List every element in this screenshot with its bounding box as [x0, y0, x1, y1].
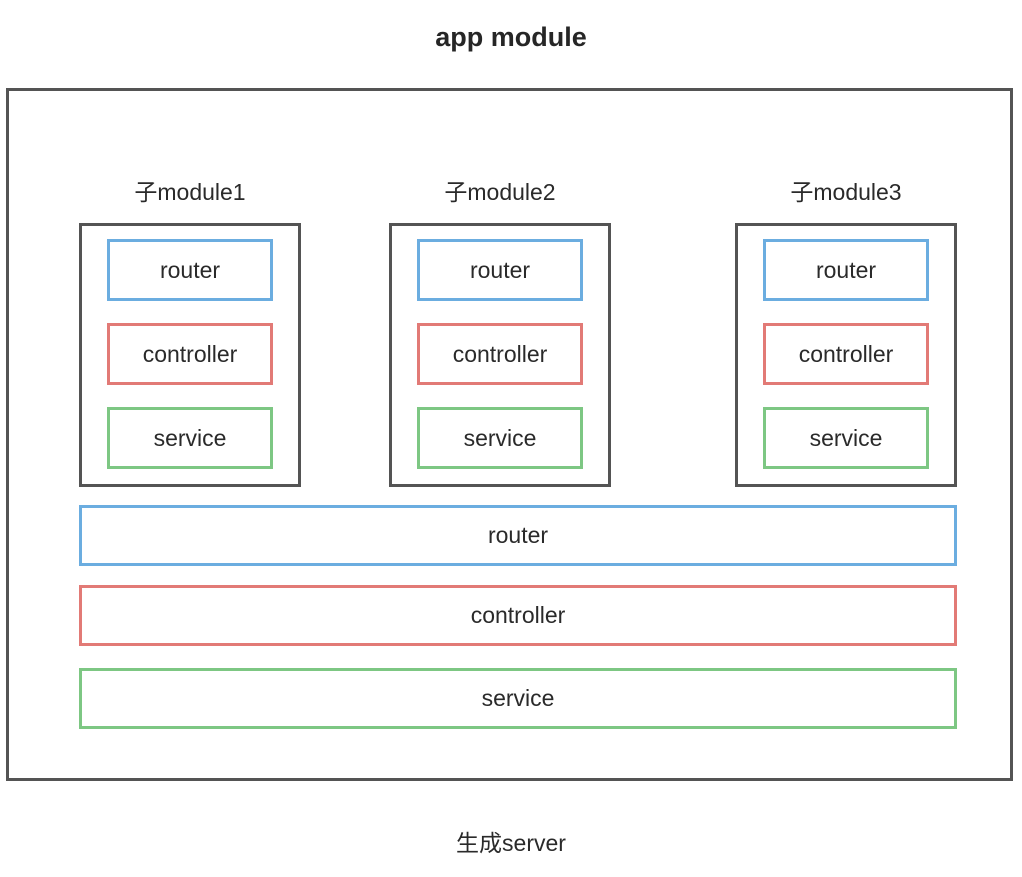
submodule-1-controller-box: controller — [107, 323, 273, 385]
submodule-3-label: 子module3 — [790, 179, 902, 205]
footer-label: 生成server — [456, 830, 566, 856]
shared-service-box: service — [79, 668, 957, 729]
submodule-3-box: router controller service — [735, 223, 957, 487]
submodule-3-controller-box: controller — [763, 323, 929, 385]
submodule-2-label: 子module2 — [444, 179, 556, 205]
submodule-3-router-box: router — [763, 239, 929, 301]
submodule-2-service-box: service — [417, 407, 583, 469]
shared-controller-box: controller — [79, 585, 957, 646]
submodule-3-service-box: service — [763, 407, 929, 469]
submodule-1-service-box: service — [107, 407, 273, 469]
diagram-title: app module — [435, 22, 587, 52]
app-module-container: 子module1 子module2 子module3 router contro… — [6, 88, 1013, 781]
submodule-2-box: router controller service — [389, 223, 611, 487]
submodule-1-label: 子module1 — [134, 179, 246, 205]
submodule-1-box: router controller service — [79, 223, 301, 487]
submodule-1-router-box: router — [107, 239, 273, 301]
submodule-2-controller-box: controller — [417, 323, 583, 385]
shared-router-box: router — [79, 505, 957, 566]
submodule-2-router-box: router — [417, 239, 583, 301]
